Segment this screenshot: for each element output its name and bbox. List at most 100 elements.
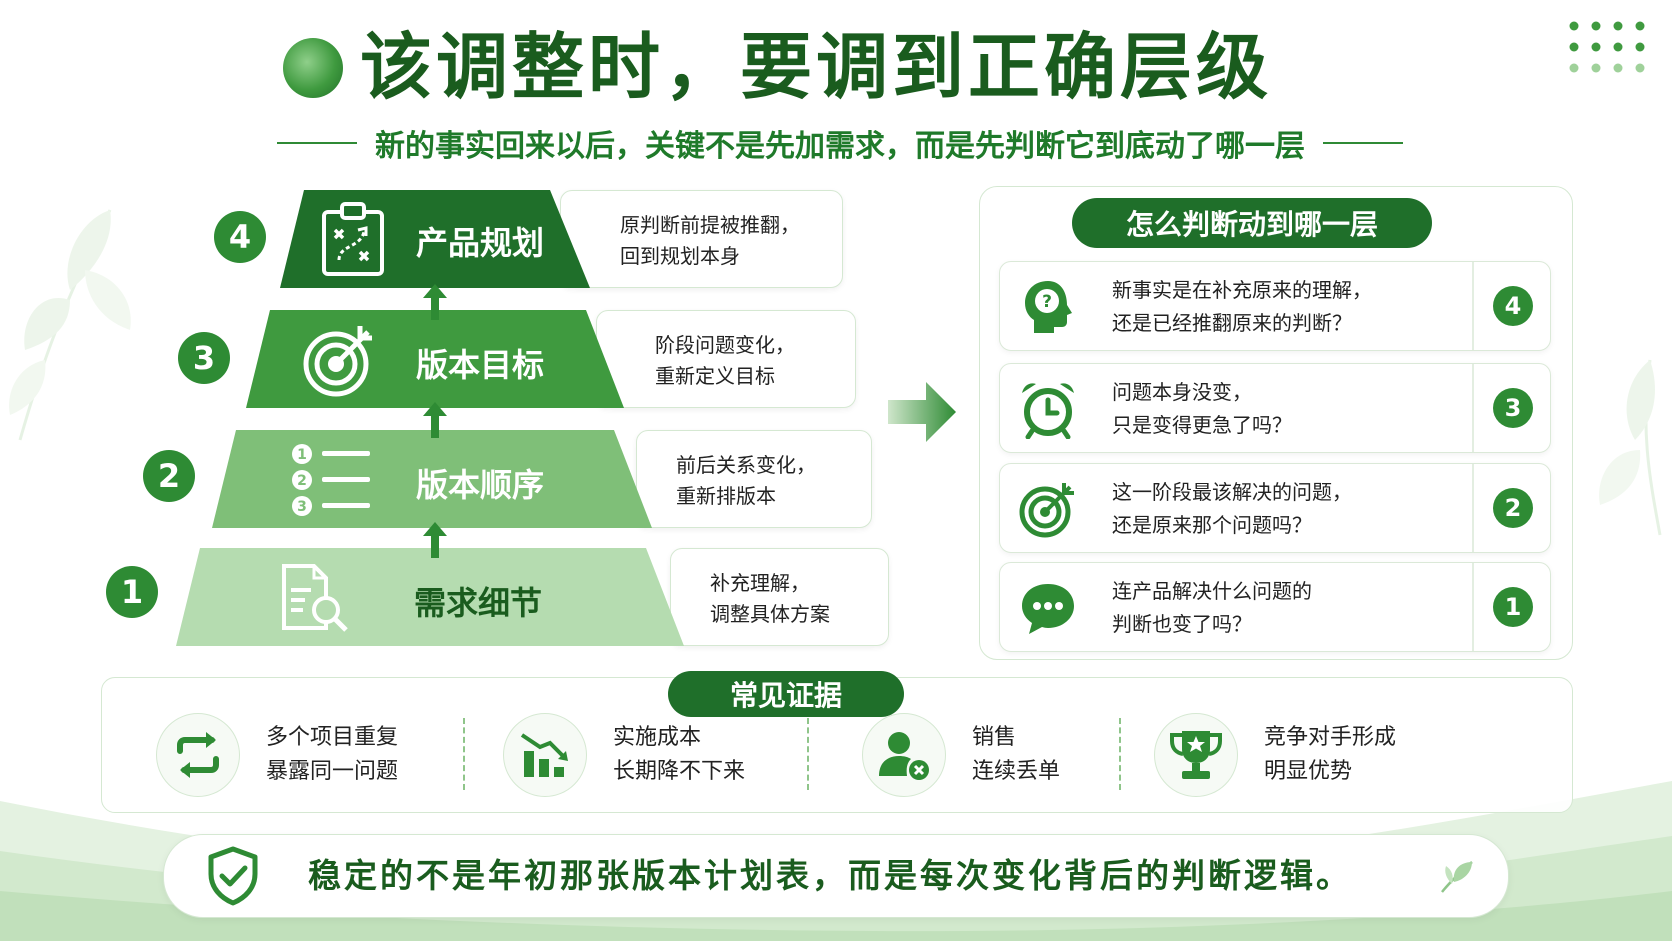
- evidence-separator: [463, 718, 465, 790]
- user-remove-icon: [879, 732, 929, 780]
- level-1-desc: 补充理解， 调整具体方案: [710, 568, 830, 630]
- up-arrow-icon: [423, 284, 447, 320]
- card-divider: [1472, 262, 1474, 350]
- question-line2: 还是原来那个问题吗？: [1112, 513, 1312, 537]
- evidence-line1: 多个项目重复: [266, 725, 399, 750]
- level-1-label: 需求细节: [414, 584, 543, 622]
- level-3-number: 3: [178, 332, 230, 384]
- svg-text:?: ?: [1042, 292, 1052, 312]
- evidence-text: 销售 连续丢单: [972, 721, 1060, 789]
- question-text: 新事实是在补充原来的理解， 还是已经推翻原来的判断？: [1112, 274, 1372, 340]
- level-2-number: 2: [143, 450, 195, 502]
- question-line1: 问题本身没变，: [1112, 380, 1252, 404]
- evidence-text: 多个项目重复 暴露同一问题: [266, 721, 398, 789]
- level-1-desc-card: [670, 548, 889, 646]
- level-3-desc-line2: 重新定义目标: [655, 364, 775, 388]
- level-2-desc-card: [636, 430, 872, 528]
- card-divider: [1472, 563, 1474, 651]
- evidence-separator: [807, 718, 809, 790]
- repeat-arrows-icon: [177, 732, 219, 778]
- level-4-desc-line1: 原判断前提被推翻，: [620, 213, 800, 237]
- question-card: 问题本身没变， 只是变得更急了吗？ 3: [999, 363, 1551, 453]
- evidence-panel-title: 常见证据: [668, 671, 904, 717]
- card-divider: [1472, 464, 1474, 552]
- level-2-band: [212, 430, 652, 528]
- level-3-desc-card: [596, 310, 856, 408]
- page-subtitle: 新的事实回来以后，关键不是先加需求，而是先判断它到底动了哪一层: [375, 129, 1305, 164]
- evidence-line1: 销售: [972, 725, 1017, 750]
- level-3-desc-line1: 阶段问题变化，: [655, 333, 795, 357]
- level-1-number: 1: [106, 566, 158, 618]
- up-arrow-icon: [423, 522, 447, 558]
- level-2-desc-line1: 前后关系变化，: [676, 453, 816, 477]
- question-level-badge: 2: [1493, 488, 1533, 528]
- evidence-line2: 暴露同一问题: [266, 759, 399, 784]
- question-level-badge: 1: [1493, 587, 1533, 627]
- level-3-label: 版本目标: [416, 346, 545, 384]
- subtitle-row: 新的事实回来以后，关键不是先加需求，而是先判断它到底动了哪一层: [200, 118, 1480, 168]
- question-line2: 判断也变了吗？: [1112, 612, 1252, 636]
- subtitle-line-left: [277, 142, 357, 144]
- evidence-line2: 明显优势: [1264, 759, 1353, 784]
- level-4-number: 4: [214, 211, 266, 263]
- evidence-icon-circle: [156, 713, 240, 797]
- card-divider: [1472, 364, 1474, 452]
- shield-check-icon: [208, 846, 258, 906]
- question-line1: 新事实是在补充原来的理解，: [1112, 278, 1372, 302]
- level-3-desc: 阶段问题变化， 重新定义目标: [655, 330, 795, 392]
- evidence-icon-circle: [862, 713, 946, 797]
- question-line1: 这一阶段最该解决的问题，: [1112, 480, 1352, 504]
- clipboard-strategy-icon: [322, 202, 384, 276]
- question-text: 这一阶段最该解决的问题， 还是原来那个问题吗？: [1112, 476, 1352, 542]
- question-card: 这一阶段最该解决的问题， 还是原来那个问题吗？ 2: [999, 463, 1551, 553]
- decorative-leaf-right: [1599, 359, 1662, 536]
- numbered-list-icon: 1 2 3: [292, 444, 370, 516]
- evidence-line1: 竞争对手形成: [1264, 725, 1397, 750]
- evidence-line2: 长期降不下来: [613, 759, 746, 784]
- arrow-right-icon: [888, 382, 956, 442]
- evidence-line2: 连续丢单: [972, 759, 1061, 784]
- question-line1: 连产品解决什么问题的: [1112, 579, 1312, 603]
- title-bullet: [283, 38, 343, 98]
- trophy-icon: [1170, 731, 1222, 779]
- question-line2: 还是已经推翻原来的判断？: [1112, 311, 1352, 335]
- evidence-item: 销售 连续丢单: [862, 711, 1122, 801]
- svg-text:3: 3: [297, 499, 307, 515]
- target-icon: [1019, 483, 1074, 538]
- level-2-label: 版本顺序: [416, 466, 545, 504]
- evidence-text: 实施成本 长期降不下来: [613, 721, 745, 789]
- evidence-icon-circle: [503, 713, 587, 797]
- evidence-separator: [1119, 718, 1121, 790]
- evidence-icon-circle: [1154, 713, 1238, 797]
- decorative-dot-grid: [1569, 21, 1645, 73]
- alarm-clock-icon: [1022, 383, 1074, 439]
- svg-text:1: 1: [297, 447, 307, 463]
- judge-panel-title: 怎么判断动到哪一层: [1072, 198, 1432, 248]
- question-card: ? 新事实是在补充原来的理解， 还是已经推翻原来的判断？ 4: [999, 261, 1551, 351]
- level-1-desc-line2: 调整具体方案: [710, 602, 830, 626]
- level-4-desc: 原判断前提被推翻， 回到规划本身: [620, 210, 800, 272]
- level-2-desc: 前后关系变化， 重新排版本: [676, 450, 816, 512]
- evidence-item: 多个项目重复 暴露同一问题: [156, 711, 486, 801]
- question-line2: 只是变得更急了吗？: [1112, 413, 1292, 437]
- level-4-label: 产品规划: [416, 224, 545, 262]
- svg-text:2: 2: [297, 473, 307, 489]
- conclusion-banner: [163, 834, 1509, 918]
- target-icon: [303, 326, 372, 397]
- conclusion-text: 稳定的不是年初那张版本计划表，而是每次变化背后的判断逻辑。: [308, 856, 1352, 895]
- level-4-desc-line2: 回到规划本身: [620, 244, 740, 268]
- decorative-leaf-left: [9, 209, 131, 441]
- subtitle-line-right: [1323, 142, 1403, 144]
- question-level-badge: 3: [1493, 388, 1533, 428]
- page-title: 该调整时，要调到正确层级: [360, 25, 1273, 109]
- level-1-band: [176, 548, 684, 646]
- declining-bar-chart-icon: [520, 733, 568, 777]
- level-4-desc-card: [560, 190, 843, 288]
- document-search-icon: [282, 564, 348, 632]
- evidence-item: 竞争对手形成 明显优势: [1154, 711, 1484, 801]
- question-level-badge: 4: [1493, 286, 1533, 326]
- level-1-desc-line1: 补充理解，: [710, 571, 810, 595]
- evidence-item: 实施成本 长期降不下来: [503, 711, 813, 801]
- up-arrow-icon: [423, 402, 447, 438]
- chat-bubble-icon: [1022, 584, 1074, 634]
